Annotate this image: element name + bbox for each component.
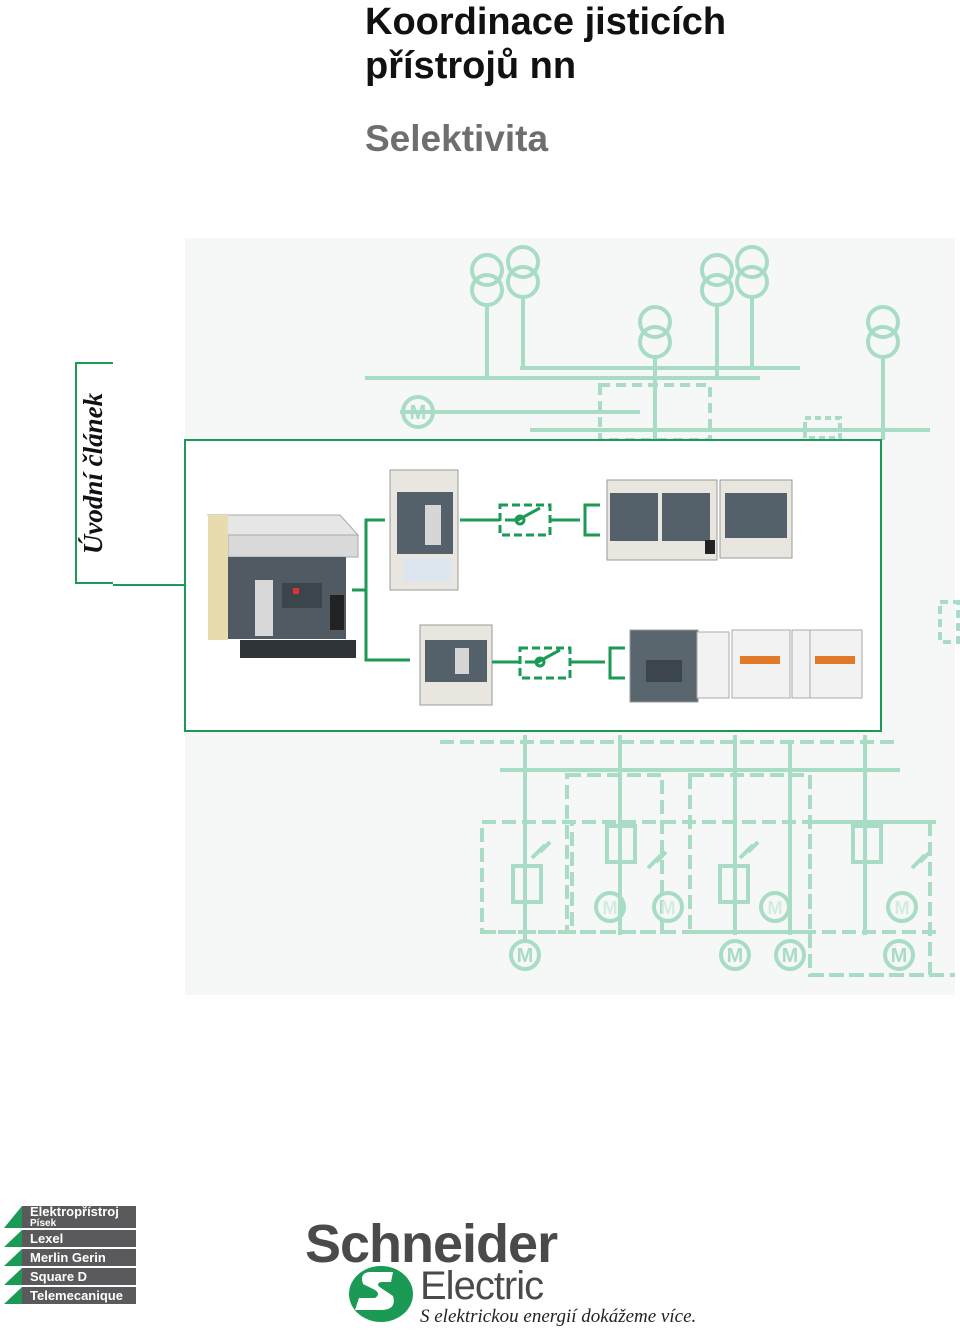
mccb-group-top-image	[606, 479, 793, 561]
brand-label: Merlin Gerin	[30, 1250, 106, 1265]
brand-item: Telemecanique	[4, 1287, 136, 1304]
logo-wordmark-electric: Electric	[420, 1264, 544, 1308]
motor-label: M	[661, 898, 676, 918]
motor-label: M	[782, 945, 799, 967]
page-title: Koordinace jisticích přístrojů nn	[365, 0, 726, 88]
page-subtitle: Selektivita	[365, 118, 549, 159]
title-line-2: přístrojů nn	[365, 45, 577, 87]
brand-item: Square D	[4, 1268, 136, 1285]
brand-label: Elektropřístroj	[30, 1203, 119, 1219]
motor-label: M	[727, 945, 744, 967]
mcb-group-bottom-image	[629, 629, 863, 703]
brand-item: Merlin Gerin	[4, 1249, 136, 1266]
air-circuit-breaker-image	[206, 514, 360, 658]
brand-item: Lexel	[4, 1230, 136, 1247]
brand-label: Telemecanique	[30, 1288, 123, 1303]
title-line-1: Koordinace jisticích	[365, 1, 727, 43]
side-tab: Úvodní článek	[75, 362, 113, 584]
logo-mark-icon	[349, 1266, 413, 1322]
mccb-bottom-image	[419, 624, 493, 706]
selectivity-wiring	[352, 503, 625, 680]
motor-label: M	[410, 402, 427, 424]
motor-label: M	[603, 898, 618, 918]
brand-label: Square D	[30, 1269, 88, 1284]
brand-sub-label: Písek	[30, 1217, 57, 1229]
motor-label: M	[517, 945, 534, 967]
side-tab-connector	[113, 584, 185, 586]
motor-label: M	[768, 898, 783, 918]
motor-label: M	[891, 945, 908, 967]
motor-label: M	[895, 898, 910, 918]
mccb-top-image	[389, 469, 459, 591]
logo-wordmark: Schneider	[305, 1214, 558, 1274]
brand-item: Elektropřístroj Písek	[4, 1206, 136, 1228]
background-schematic	[365, 245, 960, 977]
side-tab-label: Úvodní článek	[78, 392, 109, 554]
brand-list: Elektropřístroj Písek Lexel Merlin Gerin…	[4, 1206, 136, 1306]
brand-label: Lexel	[30, 1231, 64, 1246]
company-slogan: S elektrickou energií dokážeme více.	[420, 1306, 697, 1327]
circuit-diagram-illustration: M M M M M M M M M	[184, 245, 960, 977]
